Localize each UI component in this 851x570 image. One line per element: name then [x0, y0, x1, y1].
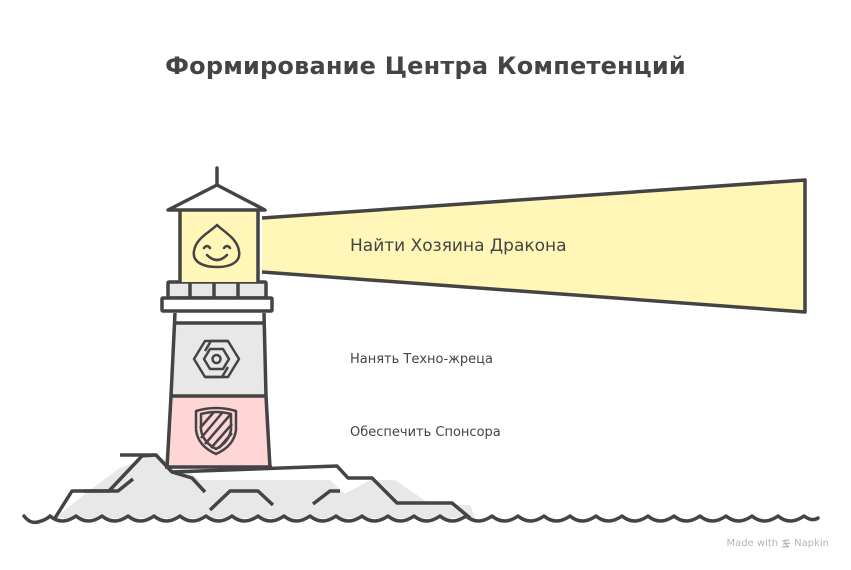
section-label-sponsor: Обеспечить Спонсора	[350, 425, 501, 440]
light-beam	[261, 178, 807, 314]
sea-waves	[22, 514, 820, 525]
beam-label: Найти Хозяина Дракона	[350, 236, 567, 256]
made-with-text: Made with	[726, 538, 779, 549]
page-title: Формирование Центра Компетенций	[165, 52, 686, 80]
striped-shield-icon	[194, 406, 238, 456]
lighthouse-tower	[165, 312, 272, 469]
napkin-logo-icon	[782, 538, 791, 548]
napkin-brand-text: Napkin	[794, 538, 829, 549]
hex-nut-icon	[192, 339, 241, 379]
lighthouse-gallery	[160, 280, 274, 313]
smiling-drop-face-icon	[192, 223, 241, 269]
rocks	[53, 453, 475, 520]
section-label-techno-priest: Нанять Техно-жреца	[350, 352, 493, 367]
made-with-napkin-credit[interactable]: Made with Napkin	[726, 538, 829, 549]
lighthouse-roof	[166, 166, 267, 212]
